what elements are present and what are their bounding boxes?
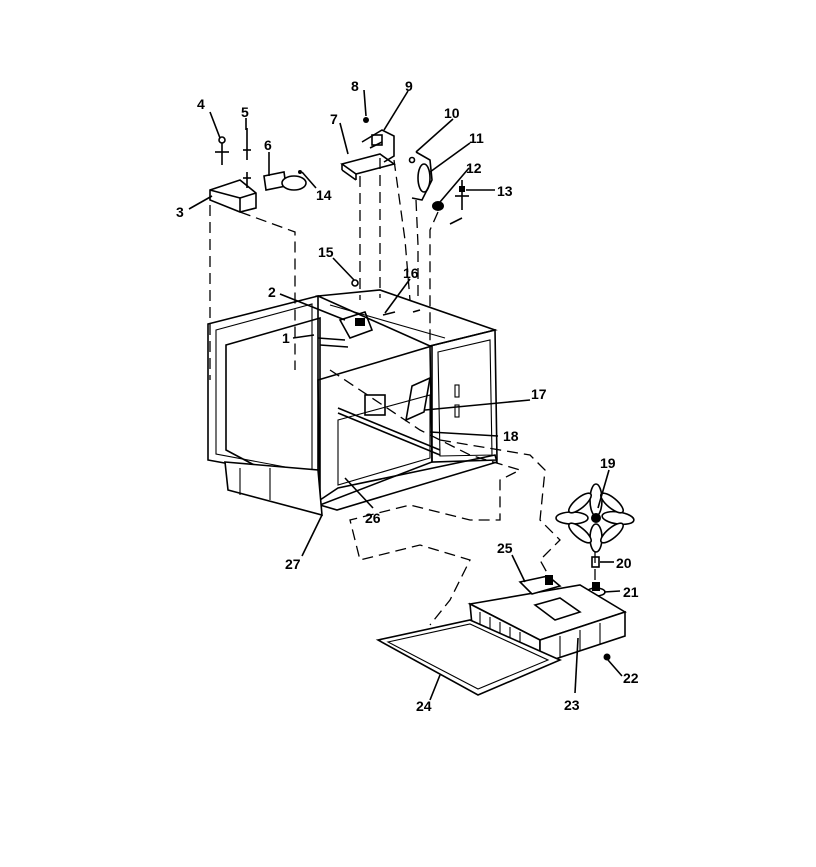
assembly-lines bbox=[209, 158, 596, 626]
part-6-switch bbox=[263, 170, 307, 191]
callout-11: 11 bbox=[469, 130, 484, 146]
callout-4: 4 bbox=[197, 96, 205, 112]
part-15-screw bbox=[351, 279, 359, 287]
callout-labels: 1 2 3 4 5 6 7 8 9 10 11 12 13 14 15 16 1… bbox=[176, 78, 639, 714]
part-12-knob bbox=[432, 201, 444, 211]
callout-12: 12 bbox=[466, 160, 482, 176]
callout-27: 27 bbox=[285, 556, 301, 572]
callout-9: 9 bbox=[405, 78, 413, 94]
callout-16: 16 bbox=[403, 265, 419, 281]
part-9-bracket bbox=[361, 129, 395, 163]
callout-2: 2 bbox=[268, 284, 276, 300]
part-22-screw bbox=[603, 653, 611, 661]
part-25-bracket bbox=[518, 575, 562, 595]
part-11-lamp bbox=[408, 151, 433, 201]
leader-lines bbox=[188, 89, 623, 701]
part-3-box bbox=[209, 179, 257, 213]
callout-17: 17 bbox=[531, 386, 547, 402]
callout-10: 10 bbox=[444, 105, 460, 121]
callout-7: 7 bbox=[330, 111, 338, 127]
callout-15: 15 bbox=[318, 244, 334, 260]
callout-21: 21 bbox=[623, 584, 639, 600]
callout-23: 23 bbox=[564, 697, 580, 713]
part-19-fan-blade bbox=[555, 483, 635, 553]
oven-housing bbox=[207, 289, 498, 511]
part-4-screw bbox=[215, 136, 229, 165]
part-20-sleeve bbox=[591, 556, 600, 568]
callout-5: 5 bbox=[241, 104, 249, 120]
callout-6: 6 bbox=[264, 137, 272, 153]
callout-18: 18 bbox=[503, 428, 519, 444]
callout-1: 1 bbox=[282, 330, 290, 346]
part-24-bottom-panel bbox=[375, 619, 563, 696]
callout-19: 19 bbox=[600, 455, 616, 471]
part-7-plate bbox=[340, 153, 396, 181]
part-8-screw bbox=[363, 117, 369, 123]
callout-22: 22 bbox=[623, 670, 639, 686]
part-5-screw bbox=[243, 128, 251, 188]
callout-14: 14 bbox=[316, 187, 332, 203]
callout-20: 20 bbox=[616, 555, 632, 571]
callout-8: 8 bbox=[351, 78, 359, 94]
callout-25: 25 bbox=[497, 540, 513, 556]
callout-3: 3 bbox=[176, 204, 184, 220]
part-13-fastener bbox=[449, 180, 469, 225]
callout-24: 24 bbox=[416, 698, 432, 714]
callout-26: 26 bbox=[365, 510, 381, 526]
callout-13: 13 bbox=[497, 183, 513, 199]
